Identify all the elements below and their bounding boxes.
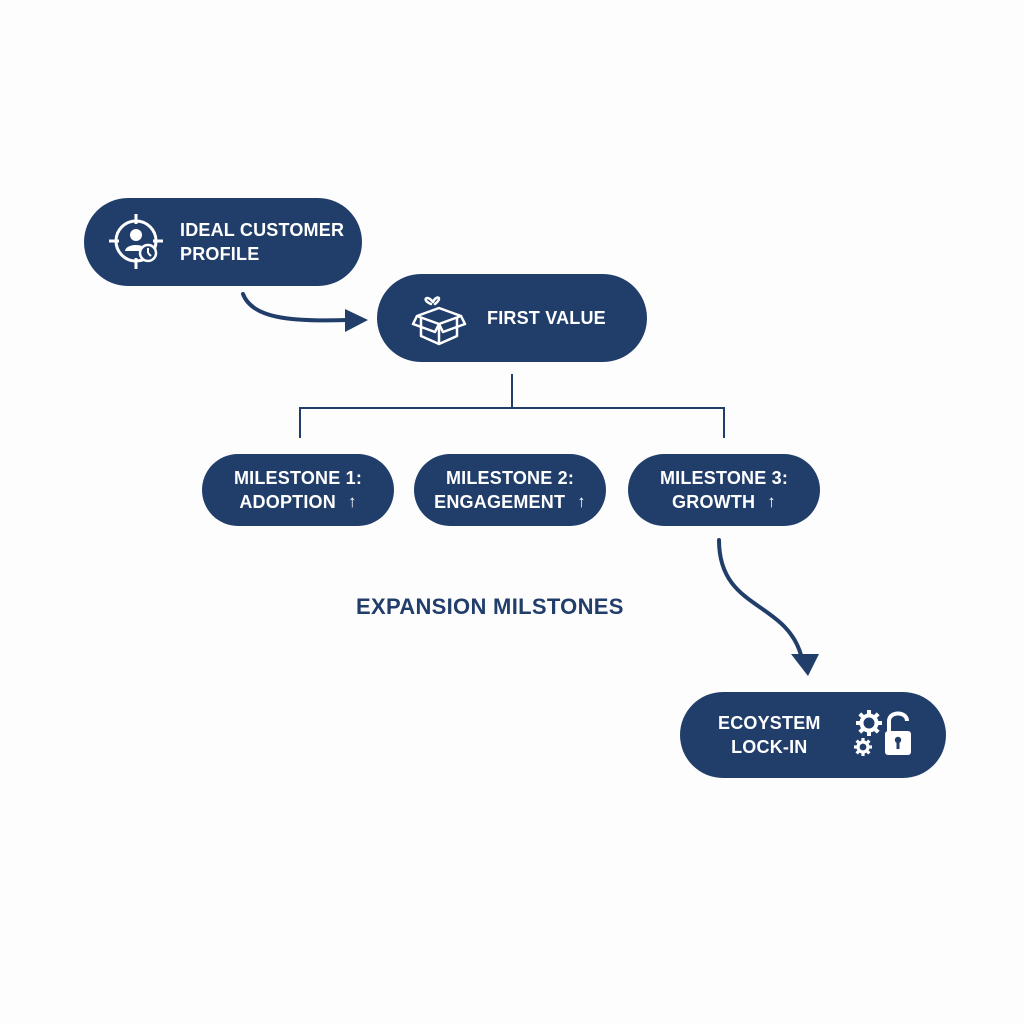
lockin-label-line2: LOCK-IN <box>731 737 808 757</box>
node-milestone-1: MILESTONE 1: ADOPTION ↑ <box>202 454 394 526</box>
padlock-icon <box>884 711 911 755</box>
icp-label: IDEAL CUSTOMER PROFILE <box>180 218 344 266</box>
icp-label-line2: PROFILE <box>180 244 260 264</box>
icp-label-line1: IDEAL CUSTOMER <box>180 220 345 240</box>
node-first-value: FIRST VALUE <box>377 274 647 362</box>
open-gift-box-icon <box>411 296 467 346</box>
arrow-up-icon: ↑ <box>767 492 776 511</box>
section-label-expansion-milestones: EXPANSION MILSTONES <box>356 594 624 619</box>
node-milestone-2: MILESTONE 2: ENGAGEMENT ↑ <box>414 454 606 526</box>
milestone-3-name: GROWTH <box>672 492 756 512</box>
node-milestone-3: MILESTONE 3: GROWTH ↑ <box>628 454 820 526</box>
gears-padlock-icon <box>853 710 911 756</box>
milestone-2-name: ENGAGEMENT <box>434 492 566 512</box>
lockin-label-line1: ECOYSTEM <box>718 713 821 733</box>
node-ecosystem-lock-in: ECOYSTEM LOCK-IN <box>680 692 946 778</box>
first-value-label: FIRST VALUE <box>487 308 606 328</box>
milestone-1-name: ADOPTION <box>239 492 336 512</box>
gears-icon <box>853 710 882 756</box>
arrow-icp-to-first-value <box>241 292 350 323</box>
arrowhead-growth-to-lockin <box>791 654 819 676</box>
arrowhead-icp-to-first-value <box>345 309 368 332</box>
node-ideal-customer-profile: IDEAL CUSTOMER PROFILE <box>84 198 362 286</box>
arrow-up-icon: ↑ <box>347 492 357 511</box>
milestone-3-title: MILESTONE 3: <box>659 468 789 488</box>
milestone-2-title: MILESTONE 2: <box>445 468 575 488</box>
arrow-up-icon: ↑ <box>577 492 586 511</box>
milestone-1-title: MILESTONE 1: <box>233 468 363 488</box>
target-person-icon <box>109 214 163 269</box>
arrow-growth-to-lockin <box>717 538 803 657</box>
lockin-label: ECOYSTEM LOCK-IN <box>718 711 821 759</box>
